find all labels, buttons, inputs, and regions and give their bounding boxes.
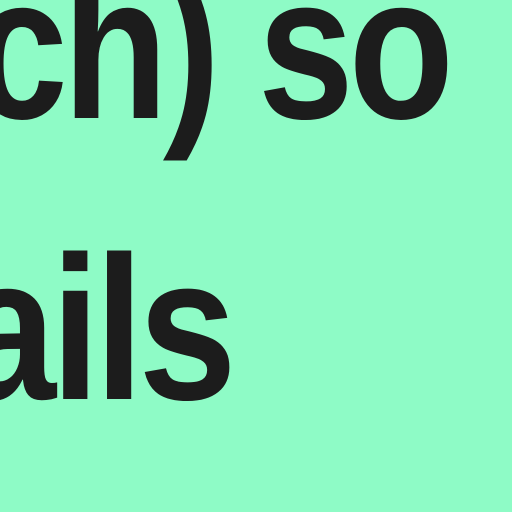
text-line-1: ch) so bbox=[0, 0, 454, 162]
text-line-2: ails bbox=[0, 214, 237, 443]
